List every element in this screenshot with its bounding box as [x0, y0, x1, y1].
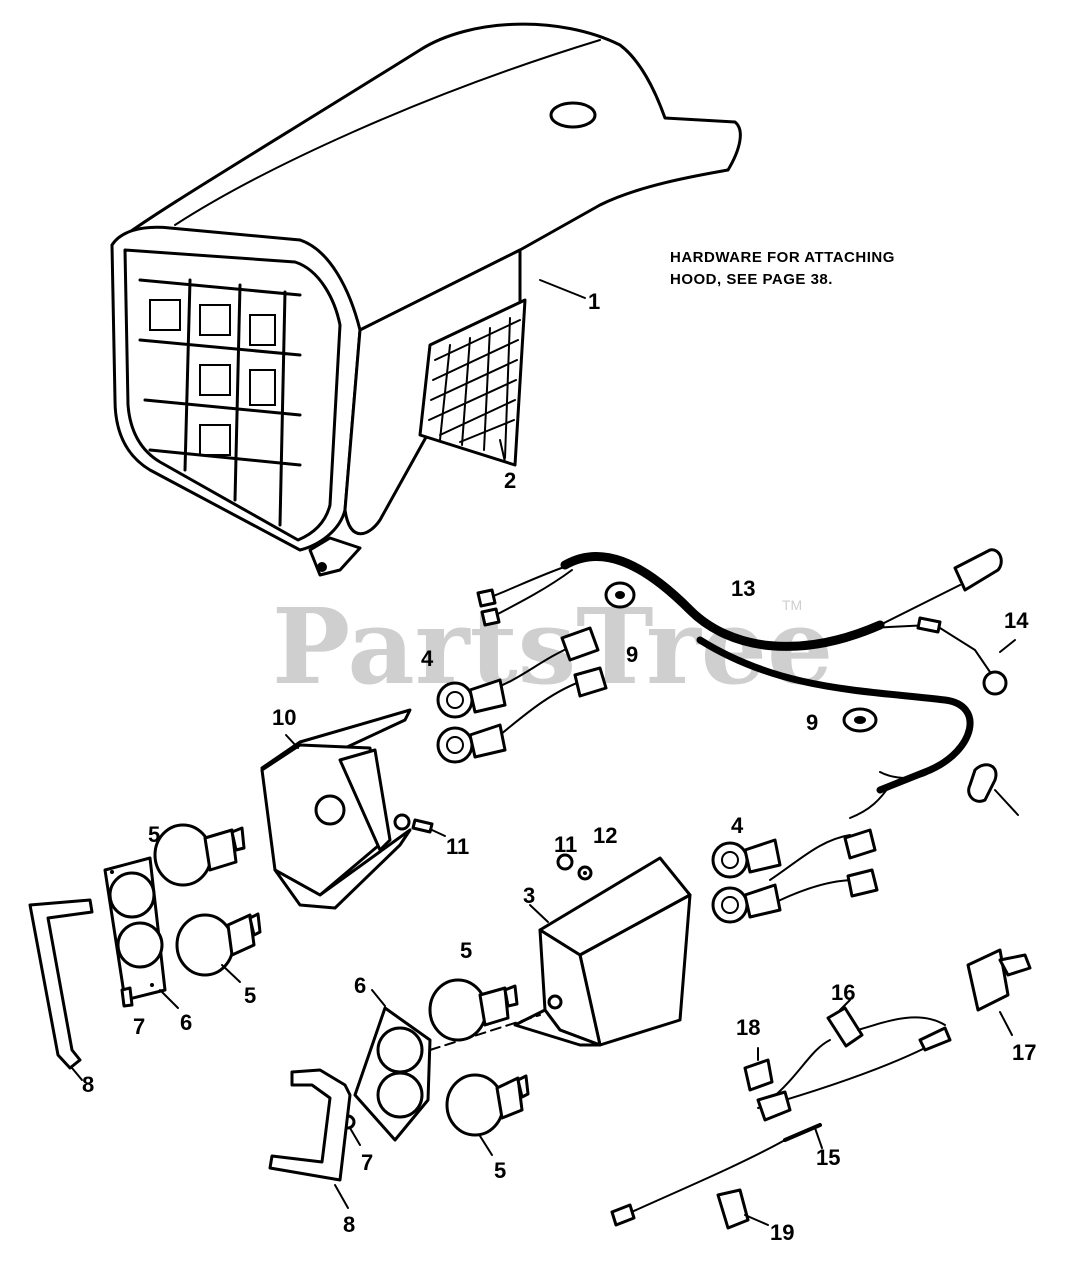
connector-18 — [743, 1047, 774, 1092]
callout-5c: 5 — [460, 938, 472, 963]
callout-12: 12 — [593, 823, 617, 848]
callout-4b: 4 — [731, 813, 744, 838]
lamp-5c — [428, 978, 519, 1042]
light-bracket-3 — [513, 856, 692, 1047]
switch-17 — [966, 948, 1032, 1036]
note-line-1: HARDWARE FOR ATTACHING — [670, 249, 895, 266]
grommet-9a — [604, 581, 636, 609]
callout-8b: 8 — [343, 1212, 355, 1237]
callout-5a: 5 — [148, 822, 160, 847]
screen — [418, 298, 527, 467]
lamp-5b — [175, 912, 262, 983]
watermark: PartsTree TM — [272, 585, 833, 708]
wire-harness — [476, 548, 1016, 819]
screw-7a — [120, 986, 134, 1008]
watermark-tm: TM — [782, 597, 802, 613]
wire-clip — [967, 763, 1019, 816]
screw-11b — [556, 853, 593, 881]
callout-18: 18 — [736, 1015, 760, 1040]
callout-4a: 4 — [421, 646, 434, 671]
callout-5b: 5 — [244, 983, 256, 1008]
screw-11a — [393, 813, 446, 837]
hood — [110, 22, 742, 577]
callout-6b: 6 — [354, 973, 366, 998]
lamp-plate-6b — [353, 989, 432, 1142]
callout-7a: 7 — [133, 1014, 145, 1039]
callout-11b: 11 — [554, 832, 577, 857]
callout-6a: 6 — [180, 1010, 192, 1035]
callout-16: 16 — [831, 980, 855, 1005]
light-bracket-10 — [260, 708, 412, 910]
lamp-5d — [445, 1073, 530, 1156]
callout-5d: 5 — [494, 1158, 506, 1183]
lamp-5a — [153, 823, 246, 887]
callout-15a: 15 — [816, 1145, 840, 1170]
clamp-19 — [716, 1188, 769, 1230]
callout-9b: 9 — [806, 710, 818, 735]
lamp-plate-6a — [103, 856, 179, 1009]
note-line-2: HOOD, SEE PAGE 38. — [670, 271, 833, 288]
callout-3: 3 — [523, 883, 535, 908]
strap-8a — [28, 898, 94, 1081]
callout-7b: 7 — [361, 1150, 373, 1175]
callout-13: 13 — [731, 576, 755, 601]
grommet-9b — [842, 707, 878, 733]
watermark-text: PartsTree — [272, 585, 833, 708]
callout-17: 17 — [1012, 1040, 1036, 1065]
callout-10: 10 — [272, 705, 296, 730]
callout-14: 14 — [1004, 608, 1029, 633]
dashed-line — [429, 1014, 541, 1051]
lamp-socket-4a — [436, 626, 608, 764]
strap-8b — [268, 1068, 352, 1209]
callout-19: 19 — [770, 1220, 794, 1245]
callout-2: 2 — [504, 468, 516, 493]
callout-1: 1 — [588, 289, 600, 314]
callout-8a: 8 — [82, 1072, 94, 1097]
hardware-note: HARDWARE FOR ATTACHING HOOD, SEE PAGE 38… — [670, 249, 895, 288]
callout-labels: 1 2 3 4 4 5 5 5 5 6 6 7 7 8 8 9 9 10 11 … — [82, 289, 1036, 1245]
lamp-socket-4b — [711, 828, 879, 924]
callout-11a: 11 — [446, 834, 469, 859]
wire-15 — [610, 1026, 952, 1227]
callout-9a: 9 — [626, 642, 638, 667]
